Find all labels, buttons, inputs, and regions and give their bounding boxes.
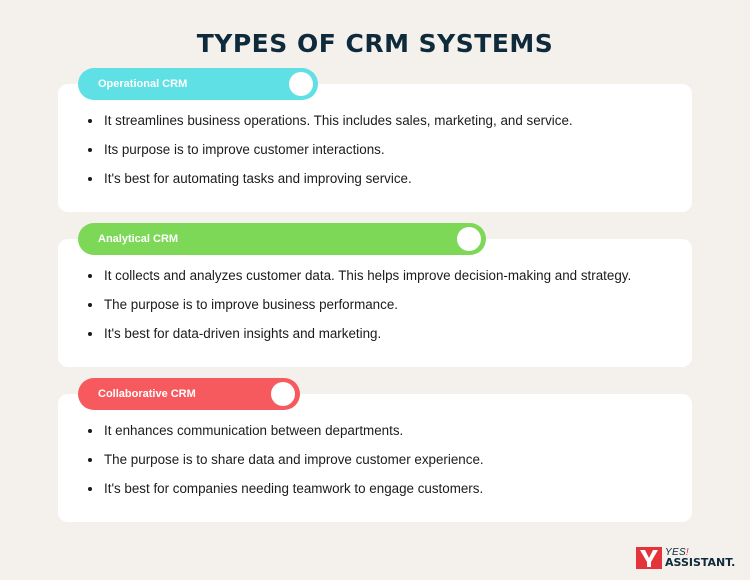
bullet-list: It enhances communication between depart… xyxy=(86,423,484,510)
circle-icon xyxy=(271,382,295,406)
collaborative-crm-tag: Collaborative CRM xyxy=(78,378,300,410)
operational-crm-card: It streamlines business operations. This… xyxy=(58,84,692,212)
section-label: Analytical CRM xyxy=(98,233,179,245)
logo-text-yes: YES xyxy=(665,547,686,558)
section-label: Operational CRM xyxy=(98,78,188,90)
analytical-crm-tag: Analytical CRM xyxy=(78,223,486,255)
list-item: It streamlines business operations. This… xyxy=(86,113,573,142)
brand-logo: YES! ASSISTANT. xyxy=(636,547,735,569)
list-item: The purpose is to improve business perfo… xyxy=(86,297,631,326)
bullet-list: It collects and analyzes customer data. … xyxy=(86,268,631,355)
page-title: TYPES OF CRM SYSTEMS xyxy=(196,29,554,58)
analytical-crm-card: It collects and analyzes customer data. … xyxy=(58,239,692,367)
yes-assistant-logo-icon xyxy=(636,547,662,569)
list-item: It's best for automating tasks and impro… xyxy=(86,171,573,200)
circle-icon xyxy=(457,227,481,251)
logo-text-assistant: ASSISTANT. xyxy=(665,556,736,569)
logo-text-bang: ! xyxy=(685,547,690,558)
collaborative-crm-card: It enhances communication between depart… xyxy=(58,394,692,522)
section-label: Collaborative CRM xyxy=(98,388,196,400)
list-item: It's best for companies needing teamwork… xyxy=(86,481,484,510)
list-item: It's best for data-driven insights and m… xyxy=(86,326,631,355)
list-item: Its purpose is to improve customer inter… xyxy=(86,142,573,171)
circle-icon xyxy=(289,72,313,96)
list-item: It collects and analyzes customer data. … xyxy=(86,268,631,297)
bullet-list: It streamlines business operations. This… xyxy=(86,113,573,200)
list-item: It enhances communication between depart… xyxy=(86,423,484,452)
list-item: The purpose is to share data and improve… xyxy=(86,452,484,481)
operational-crm-tag: Operational CRM xyxy=(78,68,318,100)
